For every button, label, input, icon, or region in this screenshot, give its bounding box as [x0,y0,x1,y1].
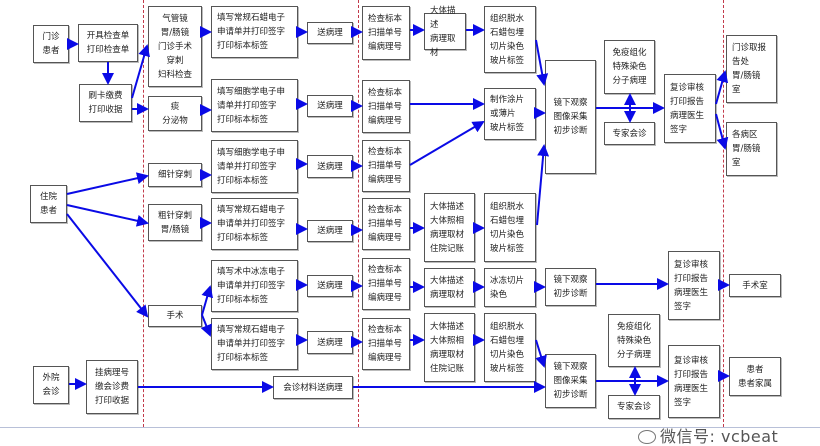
watermark-text: 微信号: vcbeat [660,427,779,446]
node-send-pathology: 送病理 [307,275,353,297]
bottom-border [0,427,820,428]
node-microscopy: 镜下观察 图像采集 初步诊断 [545,354,596,408]
node-gross-frozen: 大体描述 病理取材 [424,268,475,307]
node-gross: 大体描述 病理取材 [424,6,466,58]
stage-divider [723,0,724,427]
node-register: 挂病理号 缴会诊费 打印收据 [86,360,138,414]
node-send-pathology: 送病理 [307,22,353,44]
node-ihc: 免疫组化 特殊染色 分子病理 [604,40,655,94]
node-check-specimen: 检查标本 扫描单号 编病理号 [362,6,410,60]
node-outpatient: 门诊 患者 [33,25,69,63]
node-smear: 制作涂片 或薄片 玻片标签 [484,88,536,140]
node-check-specimen: 检查标本 扫描单号 编病理号 [362,140,410,192]
node-core-needle: 粗针穿刺 胃/肠镜 [148,204,202,241]
node-send-pathology: 送病理 [307,95,353,117]
node-gross: 大体描述 大体照相 病理取材 住院记账 [424,313,475,382]
node-review-frozen: 复诊审核 打印报告 病理医生 签字 [668,251,720,320]
node-tissue-processing: 组织脱水 石蜡包埋 切片染色 玻片标签 [484,313,536,382]
node-fill-cytology: 填写细胞学电子申 请单并打印签字 打印标本标签 [211,140,298,193]
node-open-form: 开具检查单 打印检查单 [78,24,138,62]
node-check-specimen: 检查标本 扫描单号 编病理号 [362,258,410,310]
node-frozen-section: 冰冻切片 染色 [484,268,536,307]
node-check-specimen: 检查标本 扫描单号 编病理号 [362,198,410,250]
node-fill-paraffin: 填写常规石蜡电子 申请单并打印签字 打印标本标签 [211,318,298,370]
node-fill-frozen: 填写术中冰冻电子 申请单并打印签字 打印标本标签 [211,260,298,312]
node-outpatient-report: 门诊取报 告处 胃/肠镜 室 [726,35,777,103]
node-review: 复诊审核 打印报告 病理医生 签字 [668,345,720,418]
node-fill-paraffin: 填写常规石蜡电子 申请单并打印签字 打印标本标签 [211,6,298,58]
node-gross: 大体描述 大体照相 病理取材 住院记账 [424,193,475,262]
node-sputum: 痰 分泌物 [148,96,202,131]
stage-divider [358,0,359,427]
node-tissue-processing: 组织脱水 石蜡包埋 切片染色 玻片标签 [484,193,536,262]
node-fine-needle: 细针穿刺 [148,163,202,187]
node-check-specimen: 检查标本 扫描单号 编病理号 [362,80,410,133]
node-patient-family: 患者 患者家属 [729,357,781,396]
node-check-specimen: 检查标本 扫描单号 编病理号 [362,318,410,370]
node-wards: 各病区 胃/肠镜 室 [726,122,777,176]
node-ihc: 免疫组化 特殊染色 分子病理 [608,314,660,367]
node-microscopy-frozen: 镜下观察 初步诊断 [545,268,596,306]
node-microscopy: 镜下观察 图像采集 初步诊断 [545,60,596,174]
node-send-pathology: 送病理 [307,331,353,354]
stage-divider [143,0,144,427]
node-pay-card: 刷卡缴费 打印收据 [79,84,132,122]
node-inpatient: 住院 患者 [30,185,67,223]
node-consult-send: 会诊材料送病理 [273,376,353,399]
node-external: 外院 会诊 [33,366,69,404]
node-review: 复诊审核 打印报告 病理医生 签字 [664,74,716,143]
node-expert-consult: 专家会诊 [604,122,655,145]
node-send-pathology: 送病理 [307,220,353,242]
wechat-icon [638,430,656,444]
node-send-pathology: 送病理 [307,155,353,178]
node-tissue-processing: 组织脱水 石蜡包埋 切片染色 玻片标签 [484,6,536,73]
node-operating-room: 手术室 [729,274,781,297]
node-expert-consult: 专家会诊 [608,395,660,419]
node-fill-paraffin: 填写常规石蜡电子 申请单并打印签字 打印标本标签 [211,198,298,250]
node-surgery: 手术 [148,305,202,327]
node-endoscopy: 气管镜 胃/肠镜 门诊手术 穿刺 妇科检查 [148,6,202,87]
node-fill-cytology: 填写细胞学电子申 请单并打印签字 打印标本标签 [211,79,298,132]
